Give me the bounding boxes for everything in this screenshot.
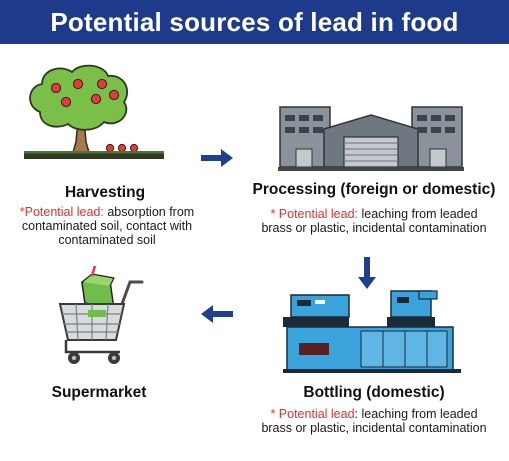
processing-title: Processing (foreign or domestic) <box>252 181 496 198</box>
bottling-lead-label: * Potential lead <box>270 407 355 421</box>
bottling-machine-icon <box>283 290 461 373</box>
bottling-note: * Potential lead: leaching from leaded b… <box>258 407 490 435</box>
harvesting-note: *Potential lead: absorption from contami… <box>8 205 206 247</box>
arrow-left-icon <box>201 305 233 323</box>
arrow-right-icon <box>201 149 233 167</box>
bottling-title: Bottling (domestic) <box>303 384 445 401</box>
harvesting-lead-text: absorption from contaminated soil, conta… <box>21 205 195 247</box>
processing-note: * Potential lead: leaching from leaded b… <box>258 207 490 235</box>
harvesting-title: Harvesting <box>64 184 146 201</box>
bottling-lead-text: : leaching from leaded brass or plastic,… <box>261 407 487 435</box>
processing-lead-label: * Potential lead: <box>270 207 359 221</box>
factory-icon <box>278 106 464 171</box>
processing-lead-text: leaching from leaded brass or plastic, i… <box>261 207 487 235</box>
page-title: Potential sources of lead in food <box>0 0 509 44</box>
harvesting-lead-label: *Potential lead: <box>19 205 104 219</box>
arrow-down-icon <box>358 257 376 289</box>
supermarket-title: Supermarket <box>51 384 147 401</box>
shopping-cart-icon <box>58 266 144 364</box>
apple-tree-icon <box>24 64 164 159</box>
